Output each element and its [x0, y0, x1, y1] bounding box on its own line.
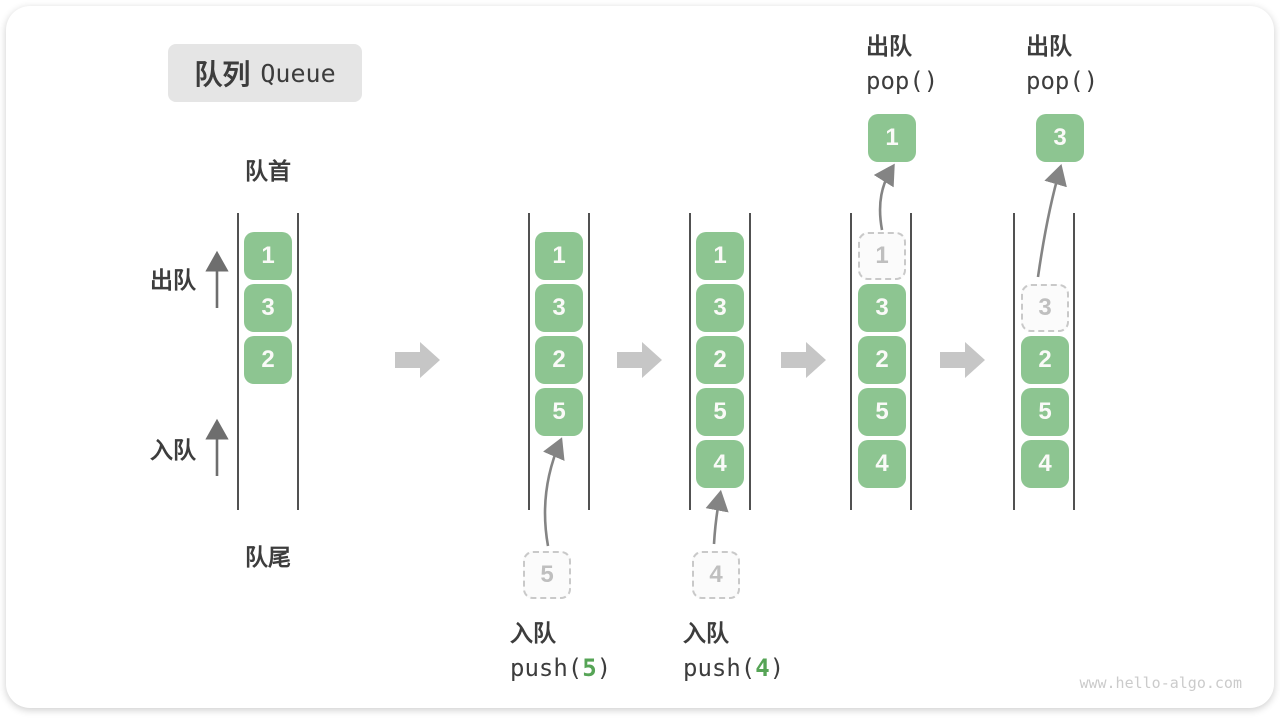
- step-arrow-icon: [781, 342, 826, 378]
- queue-cell: 3: [535, 284, 583, 332]
- pop-op-code: pop(): [866, 67, 939, 95]
- push-op-zh: 入队: [683, 620, 729, 646]
- queue-cell: 3: [858, 284, 906, 332]
- queue-wall: [237, 213, 239, 510]
- incoming-cell-ghost: 5: [523, 551, 571, 599]
- pop-op-zh: 出队: [866, 33, 912, 59]
- pop-op-label: 出队 pop(): [866, 30, 938, 99]
- watermark: www.hello-algo.com: [1079, 674, 1242, 692]
- push-fn: push(: [510, 654, 583, 682]
- queue-wall: [528, 213, 530, 510]
- queue-cell: 2: [535, 336, 583, 384]
- push-close: ): [596, 654, 612, 682]
- popped-cell: 3: [1036, 114, 1084, 162]
- dequeue-arrow-icon: [873, 163, 895, 231]
- dequeue-arrow-icon: [1036, 164, 1067, 278]
- enqueue-arrow-icon: [705, 489, 729, 545]
- enqueue-up-arrow-icon: [205, 418, 229, 476]
- popped-cell: 1: [868, 114, 916, 162]
- queue-front-label: 队首: [245, 158, 291, 184]
- queue-cell: 1: [244, 232, 292, 280]
- dequeued-cell-ghost: 1: [858, 232, 906, 280]
- queue-wall: [850, 213, 852, 510]
- step-arrow-icon: [395, 342, 440, 378]
- push-close: ): [769, 654, 785, 682]
- step-arrow-icon: [940, 342, 985, 378]
- queue-cell: 2: [1021, 336, 1069, 384]
- queue-cell: 3: [696, 284, 744, 332]
- queue-wall: [588, 213, 590, 510]
- queue-cell: 5: [696, 388, 744, 436]
- push-op-label: 入队 push(4): [683, 617, 784, 686]
- queue-cell: 5: [535, 388, 583, 436]
- queue-cell: 2: [858, 336, 906, 384]
- queue-wall: [297, 213, 299, 510]
- queue-cell: 5: [858, 388, 906, 436]
- dequeued-cell-ghost: 3: [1021, 284, 1069, 332]
- title-badge: 队列 Queue: [168, 44, 362, 102]
- queue-wall: [689, 213, 691, 510]
- queue-cell: 1: [696, 232, 744, 280]
- queue-cell: 4: [1021, 440, 1069, 488]
- pop-op-zh: 出队: [1026, 33, 1072, 59]
- dequeue-side-label: 出队: [150, 267, 196, 293]
- incoming-cell-ghost: 4: [692, 551, 740, 599]
- dequeue-up-arrow-icon: [205, 250, 229, 308]
- push-op-code: push(4): [683, 650, 784, 686]
- queue-cell: 2: [696, 336, 744, 384]
- pop-op-code: pop(): [1026, 67, 1099, 95]
- enqueue-arrow-icon: [543, 437, 565, 547]
- queue-wall: [910, 213, 912, 510]
- queue-cell: 4: [696, 440, 744, 488]
- push-op-label: 入队 push(5): [510, 617, 611, 686]
- queue-cell: 3: [244, 284, 292, 332]
- enqueue-side-label: 入队: [150, 437, 196, 463]
- queue-cell: 1: [535, 232, 583, 280]
- queue-wall: [1073, 213, 1075, 510]
- queue-cell: 2: [244, 336, 292, 384]
- title-en: Queue: [260, 58, 336, 88]
- title-zh: 队列: [194, 59, 251, 90]
- queue-cell: 4: [858, 440, 906, 488]
- queue-cell: 5: [1021, 388, 1069, 436]
- push-op-zh: 入队: [510, 620, 556, 646]
- queue-wall: [749, 213, 751, 510]
- push-arg: 4: [755, 654, 770, 682]
- queue-wall: [1013, 213, 1015, 510]
- push-fn: push(: [683, 654, 756, 682]
- push-arg: 5: [582, 654, 597, 682]
- pop-op-label: 出队 pop(): [1026, 30, 1098, 99]
- step-arrow-icon: [617, 342, 662, 378]
- push-op-code: push(5): [510, 650, 611, 686]
- queue-rear-label: 队尾: [245, 544, 291, 570]
